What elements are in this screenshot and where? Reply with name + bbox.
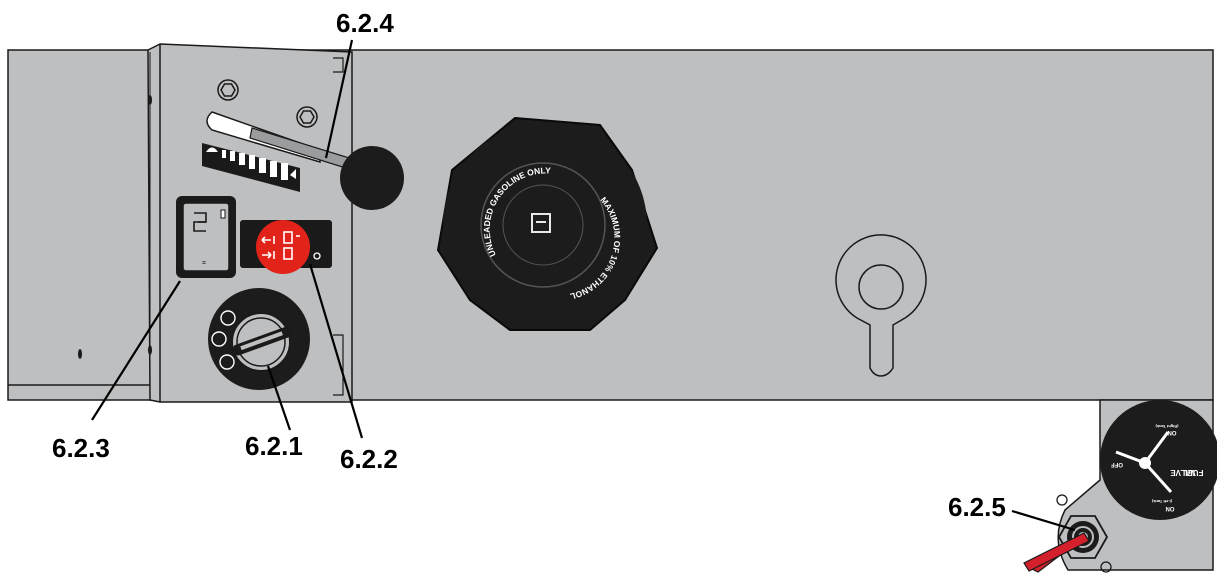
fuel-valve-on-top: ON bbox=[1168, 429, 1177, 435]
hour-meter: ⌗ bbox=[176, 196, 236, 278]
rabbit-fast-icon bbox=[290, 169, 296, 179]
fuel-valve-assembly: FUEL VALVE ON (Right Tank) OFF ON (Left … bbox=[1023, 399, 1217, 573]
turtle-slow-icon bbox=[206, 147, 218, 152]
indicator-panel bbox=[240, 220, 332, 274]
fuel-pump-icon bbox=[531, 213, 551, 233]
throttle-lever-knob[interactable] bbox=[340, 146, 404, 210]
hex-bolt bbox=[296, 106, 318, 128]
leader-6-2-4 bbox=[324, 39, 354, 159]
callout-6-2-5: 6.2.5 bbox=[948, 492, 1006, 522]
fuel-valve-title-2: VALVE bbox=[1170, 468, 1196, 477]
fuel-valve-on-bottom: ON bbox=[1166, 505, 1175, 511]
fuel-valve-handle[interactable] bbox=[1023, 532, 1090, 573]
callout-6-2-4: 6.2.4 bbox=[336, 8, 394, 38]
mounting-lug bbox=[835, 234, 927, 377]
engine-run-icon bbox=[211, 331, 227, 347]
leader-lines bbox=[91, 39, 1076, 532]
engine-start-icon bbox=[219, 354, 235, 370]
fuel-valve-on-top-sub: (Right Tank) bbox=[1155, 424, 1179, 429]
hour-meter-icon: ⌗ bbox=[202, 260, 206, 267]
callout-6-2-3: 6.2.3 bbox=[52, 433, 110, 463]
fuel-valve-title-1: FUEL bbox=[1182, 468, 1203, 477]
engine-off-icon bbox=[220, 310, 236, 326]
ignition-switch[interactable] bbox=[208, 288, 310, 390]
indicator-symbols bbox=[261, 231, 300, 260]
leader-6-2-2 bbox=[308, 263, 364, 439]
fuel-valve-off: OFF bbox=[1111, 461, 1123, 467]
hour-meter-digits bbox=[193, 212, 207, 232]
fuel-cap[interactable]: UNLEADED GASOLINE ONLY MAXIMUM OF 10% ET… bbox=[436, 116, 659, 331]
throttle-control[interactable] bbox=[202, 111, 404, 210]
leader-6-2-1 bbox=[266, 365, 292, 431]
hour-meter-indicator bbox=[220, 209, 226, 219]
fuel-cap-inner-ring bbox=[480, 162, 606, 288]
indicator-led bbox=[313, 252, 321, 260]
fuel-valve-on-bottom-sub: (Left Tank) bbox=[1151, 499, 1172, 504]
throttle-speed-scale bbox=[222, 150, 288, 180]
fuel-valve-dial bbox=[1100, 400, 1217, 520]
callout-6-2-2: 6.2.2 bbox=[340, 444, 398, 474]
hex-bolt bbox=[217, 79, 239, 101]
leader-6-2-5 bbox=[1011, 509, 1076, 532]
leader-6-2-3 bbox=[91, 280, 181, 421]
indicator-red-button[interactable] bbox=[256, 220, 310, 274]
callout-6-2-1: 6.2.1 bbox=[245, 431, 303, 461]
